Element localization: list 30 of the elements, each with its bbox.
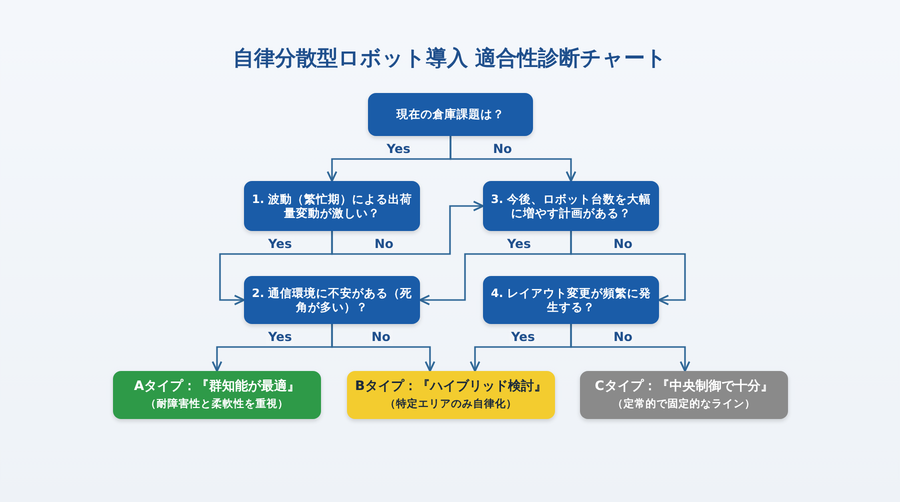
arrow [331, 200, 484, 255]
edge-label: Yes [266, 237, 294, 251]
result-title: Bタイプ：『ハイブリッド検討』 [355, 379, 547, 396]
question-text: 2. 通信環境に不安がある（死角が多い）？ [250, 286, 414, 314]
decision-box [244, 276, 420, 324]
decision-box [244, 181, 420, 231]
question-text: 4. レイアウト変更が頻繁に発生する？ [490, 286, 652, 314]
result-title: Aタイプ：『群知能が最適』 [134, 379, 300, 396]
arrow [570, 324, 690, 372]
result-title: Cタイプ：『中央制御で十分』 [594, 379, 774, 396]
chart-title: 自律分散型ロボット導入 適合性診断チャート [232, 45, 668, 72]
result-box [113, 371, 321, 419]
decision-box [483, 276, 659, 324]
arrow [570, 231, 686, 306]
edge-label: Yes [505, 237, 533, 251]
arrow [450, 136, 576, 182]
edge-label: Yes [384, 142, 412, 156]
result-box [347, 371, 555, 419]
question-text: 3. 今後、ロボット台数を大幅に増やす計画がある？ [490, 192, 652, 220]
arrow [331, 324, 436, 372]
edge-label: Yes [509, 330, 537, 344]
question-text: 現在の倉庫課題は？ [396, 107, 504, 122]
result-note: （特定エリアのみ自律化） [385, 398, 517, 411]
question-text: 1. 波動（繁忙期）による出荷量変動が激しい？ [250, 192, 414, 220]
decision-box [483, 181, 659, 231]
result-note: （定常的で固定的なライン） [612, 398, 756, 411]
result-box [580, 371, 788, 419]
edge-label: Yes [266, 330, 294, 344]
result-note: （耐障害性と柔軟性を重視） [146, 398, 288, 411]
decision-box [368, 93, 533, 136]
